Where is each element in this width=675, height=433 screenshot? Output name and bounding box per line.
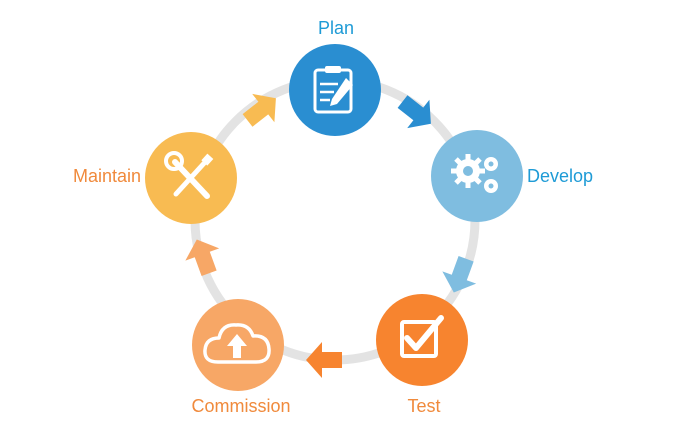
arrow-commission-to-maintain bbox=[185, 239, 220, 277]
wrench-screwdriver-icon bbox=[164, 151, 214, 199]
stage-label-test: Test bbox=[407, 396, 440, 416]
stage-node-plan bbox=[289, 44, 381, 136]
stage-label-commission: Commission bbox=[191, 396, 290, 416]
stage-node-test bbox=[376, 294, 468, 386]
stage-node-commission bbox=[192, 299, 284, 391]
stage-label-plan: Plan bbox=[318, 18, 354, 38]
arrow-maintain-to-plan bbox=[242, 93, 276, 127]
gears-icon bbox=[451, 154, 498, 193]
cloud-upload-icon bbox=[203, 323, 271, 364]
clipboard-pencil-icon bbox=[313, 66, 353, 114]
stage-node-maintain bbox=[145, 132, 237, 224]
arrow-develop-to-test bbox=[442, 255, 477, 293]
stage-label-maintain: Maintain bbox=[73, 166, 141, 186]
stage-label-develop: Develop bbox=[527, 166, 593, 186]
stage-node-develop bbox=[431, 130, 523, 222]
arrow-test-to-commission bbox=[306, 342, 342, 378]
arrow-plan-to-develop bbox=[397, 95, 431, 129]
checkbox-icon bbox=[400, 315, 444, 358]
